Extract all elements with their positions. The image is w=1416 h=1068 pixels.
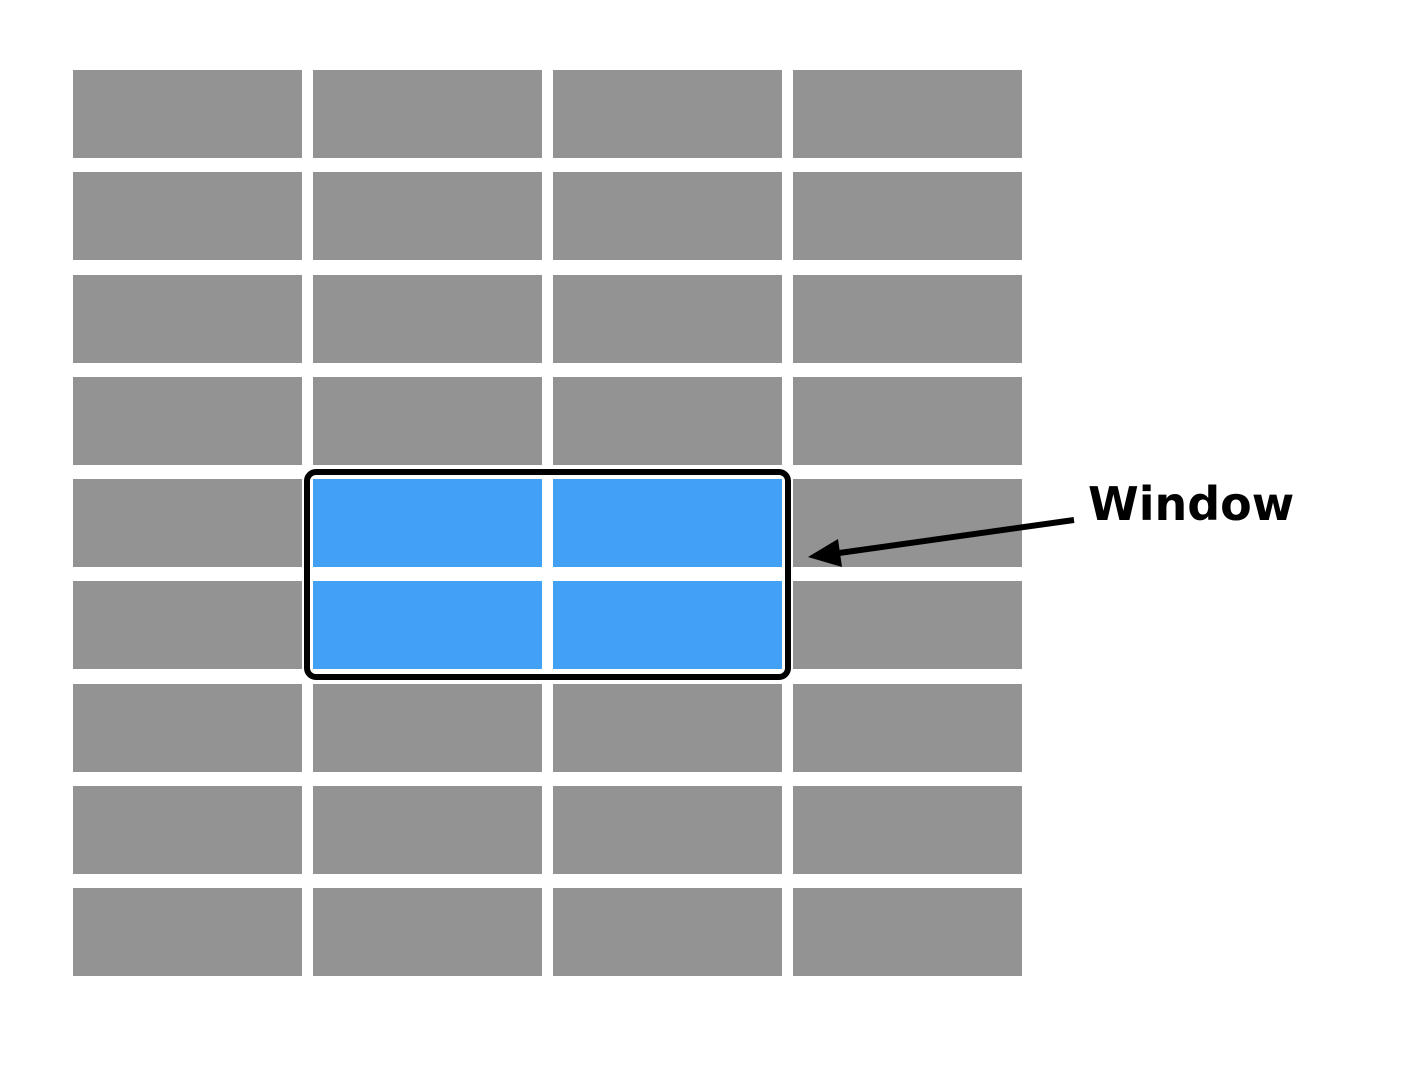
arrow-head [808, 539, 842, 567]
grid-cell [793, 377, 1022, 465]
grid-cell [73, 70, 302, 158]
grid-cell [793, 275, 1022, 363]
grid-cell [313, 377, 542, 465]
window-cell [313, 479, 542, 567]
grid-cell [313, 888, 542, 976]
grid-cell [73, 888, 302, 976]
grid-cell [553, 684, 782, 772]
grid-cell [793, 888, 1022, 976]
grid-cell [73, 377, 302, 465]
grid-cell [313, 70, 542, 158]
grid-cell [553, 377, 782, 465]
grid-cell [73, 684, 302, 772]
window-cell [313, 581, 542, 669]
grid-cell [793, 786, 1022, 874]
cell-grid [73, 70, 1022, 976]
grid-cell [73, 172, 302, 260]
grid-cell [793, 581, 1022, 669]
window-outline [304, 469, 791, 680]
window-arrow [808, 517, 1075, 567]
grid-cell [553, 786, 782, 874]
grid-cell [313, 684, 542, 772]
grid-cell [313, 786, 542, 874]
grid-cell [313, 172, 542, 260]
grid-cell [793, 684, 1022, 772]
grid-cell [793, 70, 1022, 158]
grid-cell [553, 888, 782, 976]
grid-cell [73, 581, 302, 669]
grid-cell [73, 479, 302, 567]
grid-cell [553, 172, 782, 260]
window-label: Window [1088, 477, 1294, 531]
grid-cell [73, 275, 302, 363]
grid-cell [793, 172, 1022, 260]
grid-cell [313, 275, 542, 363]
window-cell [553, 581, 782, 669]
grid-cell [553, 70, 782, 158]
grid-cell [73, 786, 302, 874]
grid-cell [553, 275, 782, 363]
arrow-shaft [831, 517, 1075, 557]
window-cell [553, 479, 782, 567]
